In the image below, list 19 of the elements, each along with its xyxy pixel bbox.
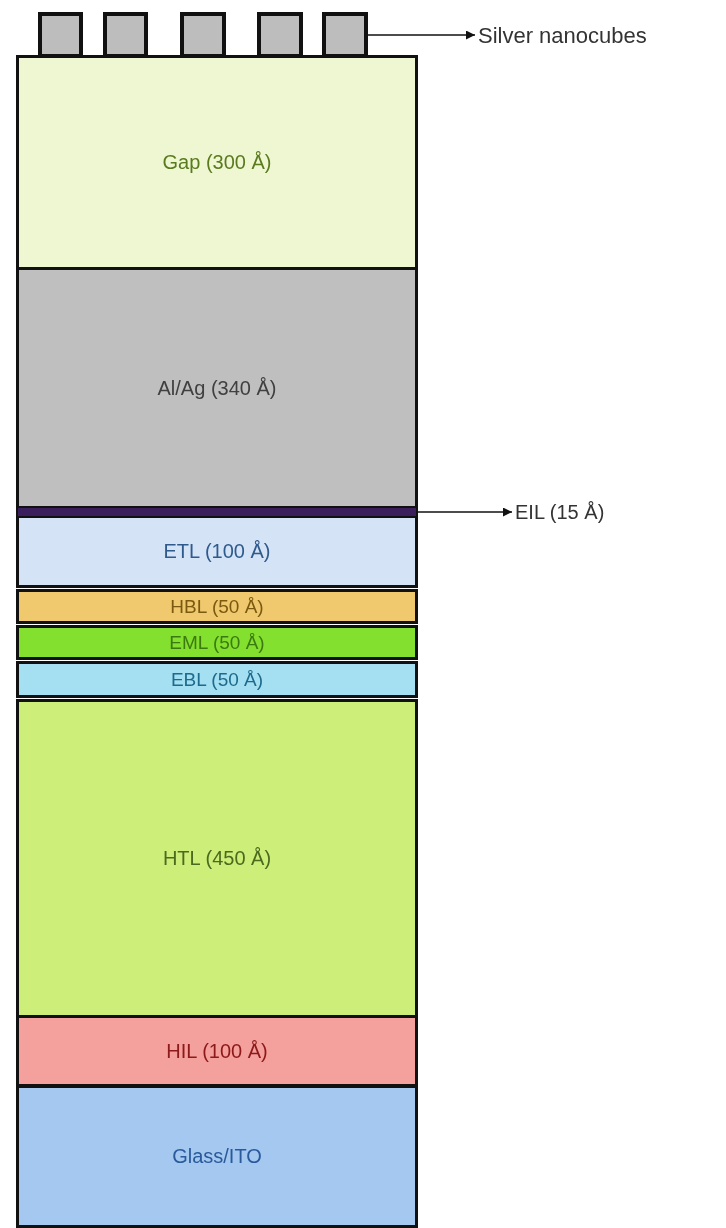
callout-label: Silver nanocubes <box>478 20 678 52</box>
arrow <box>367 30 476 40</box>
nanocube-box <box>38 12 83 58</box>
layer-box: Glass/ITO <box>16 1085 418 1228</box>
nanocube-box <box>180 12 226 58</box>
layer-box: Al/Ag (340 Å) <box>16 267 418 509</box>
nanocube-box <box>322 12 368 58</box>
layer-box: HBL (50 Å) <box>16 589 418 624</box>
callout-label: EIL (15 Å) <box>515 496 635 528</box>
thin-layer-bar <box>16 506 418 518</box>
nanocube-box <box>103 12 148 58</box>
nanocube-box <box>257 12 303 58</box>
layer-box: EML (50 Å) <box>16 625 418 660</box>
layer-box: ETL (100 Å) <box>16 515 418 588</box>
layer-box: Gap (300 Å) <box>16 55 418 270</box>
layer-box: EBL (50 Å) <box>16 661 418 698</box>
arrow <box>417 507 513 517</box>
layer-box: HIL (100 Å) <box>16 1015 418 1087</box>
layer-box: HTL (450 Å) <box>16 699 418 1018</box>
